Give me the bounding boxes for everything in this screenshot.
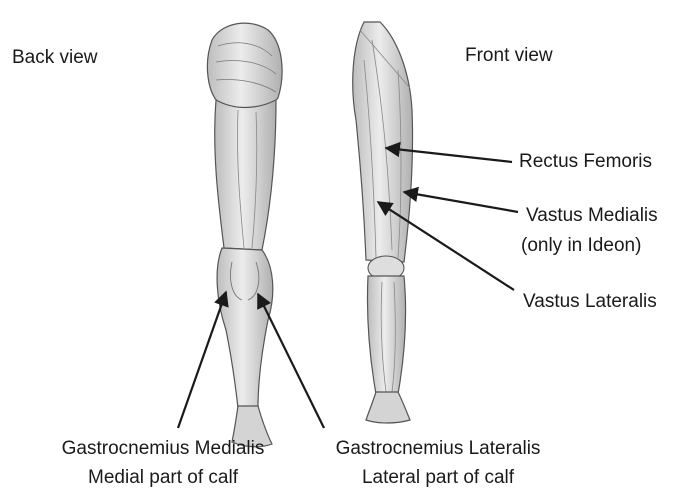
label-vastus-lateralis: Vastus Lateralis	[523, 290, 657, 314]
label-rectus-femoris: Rectus Femoris	[519, 150, 652, 174]
gluteus-muscle	[207, 23, 282, 111]
front-thigh	[353, 22, 413, 262]
back-thigh	[215, 100, 276, 250]
label-gastrocnemius-lateralis: Gastrocnemius Lateralis	[302, 437, 574, 461]
label-vastus-medialis: Vastus Medialis	[526, 204, 658, 228]
front-foot	[366, 392, 410, 423]
arrow-gastrocnemius-medialis	[178, 292, 226, 428]
label-gastrocnemius-medialis: Gastrocnemius Medialis	[28, 437, 298, 461]
back-calf	[217, 248, 273, 408]
arrow-vastus-medialis	[404, 192, 518, 212]
arrow-gastrocnemius-lateralis	[258, 294, 324, 428]
back-view-title: Back view	[12, 46, 98, 70]
label-gastrocnemius-lateralis-note: Lateral part of calf	[302, 466, 574, 490]
front-view-leg-illustration	[353, 22, 413, 423]
label-vastus-medialis-note: (only in Ideon)	[521, 234, 641, 258]
front-view-title: Front view	[465, 44, 553, 68]
back-view-leg-illustration	[207, 23, 282, 447]
label-gastrocnemius-medialis-note: Medial part of calf	[28, 466, 298, 490]
front-shin	[367, 276, 405, 394]
